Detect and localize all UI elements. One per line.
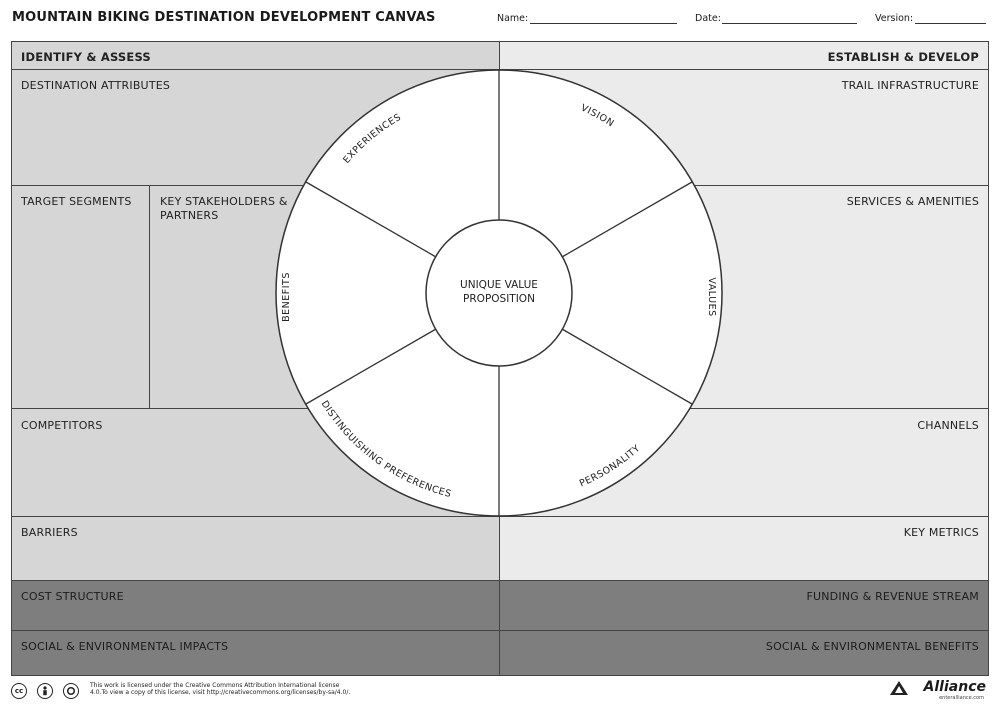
name-label: Name: [497, 13, 529, 24]
services-amenities-label: SERVICES & AMENITIES [846, 195, 979, 208]
barriers-label: BARRIERS [21, 526, 78, 539]
alliance-logo: Alliance [923, 679, 986, 695]
version-label: Version: [875, 13, 914, 24]
trail-infrastructure-label: TRAIL INFRASTRUCTURE [841, 79, 979, 92]
wheel-center-circle [425, 219, 573, 367]
name-field[interactable] [530, 23, 677, 24]
canvas-title: MOUNTAIN BIKING DESTINATION DEVELOPMENT … [12, 10, 436, 25]
alliance-logo-icon [890, 680, 908, 699]
segment-benefits-label: BENEFITS [281, 272, 292, 322]
barriers-box[interactable] [11, 516, 500, 581]
share-alike-icon [63, 683, 79, 699]
social-benefits-label: SOCIAL & ENVIRONMENTAL BENEFITS [765, 640, 979, 653]
date-label: Date: [695, 13, 721, 24]
cost-structure-label: COST STRUCTURE [21, 590, 124, 603]
key-metrics-label: KEY METRICS [903, 526, 979, 539]
identify-assess-header [11, 41, 500, 70]
social-impacts-label: SOCIAL & ENVIRONMENTAL IMPACTS [21, 640, 229, 653]
channels-label: CHANNELS [917, 419, 979, 432]
center-line1: UNIQUE VALUE [460, 279, 538, 291]
center-line2: PROPOSITION [463, 293, 535, 305]
social-impacts-box[interactable] [11, 630, 500, 676]
license-line1: This work is licensed under the Creative… [90, 682, 340, 689]
social-benefits-box[interactable] [499, 630, 989, 676]
target-segments-box[interactable] [11, 185, 150, 409]
destination-attributes-label: DESTINATION ATTRIBUTES [21, 79, 171, 92]
attribution-icon [37, 683, 53, 699]
establish-develop-title: ESTABLISH & DEVELOP [827, 50, 979, 64]
key-stakeholders-label: KEY STAKEHOLDERS & [160, 195, 288, 208]
cc-icon: cc [11, 683, 27, 699]
alliance-url: enteralliance.com [939, 695, 984, 701]
funding-revenue-label: FUNDING & REVENUE STREAM [806, 590, 979, 603]
license-line2: 4.0.To view a copy of this license, visi… [90, 689, 351, 696]
version-field[interactable] [915, 23, 986, 24]
license-text: This work is licensed under the Creative… [90, 682, 370, 696]
competitors-label: COMPETITORS [21, 419, 103, 432]
date-field[interactable] [722, 23, 857, 24]
partners-label: PARTNERS [160, 209, 219, 222]
segment-values-label: VALUES [706, 277, 717, 316]
wheel-spokes [305, 70, 693, 516]
identify-assess-title: IDENTIFY & ASSESS [21, 50, 151, 64]
target-segments-label: TARGET SEGMENTS [21, 195, 132, 208]
